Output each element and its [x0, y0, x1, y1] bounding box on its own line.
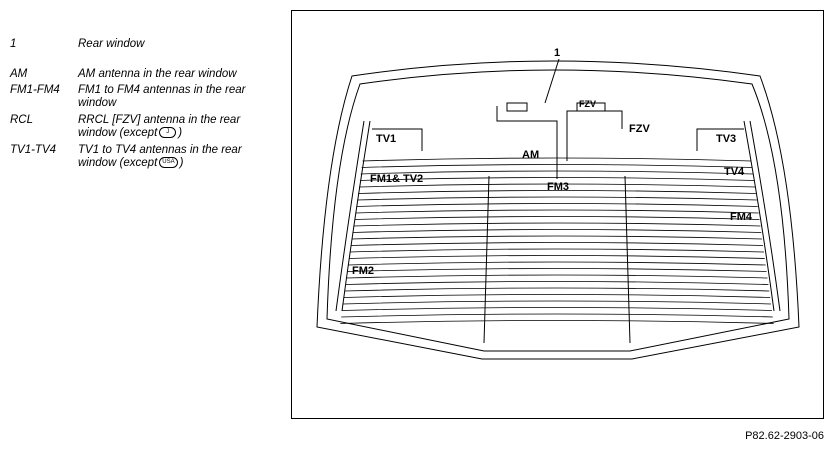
- label-fzv-small: FZV: [579, 99, 596, 109]
- connector-left: [506, 102, 528, 112]
- grid-right-bus-2: [749, 120, 781, 312]
- grid-wire: [350, 242, 764, 246]
- label-fm2: FM2: [352, 265, 374, 277]
- grid-wire: [358, 190, 756, 194]
- legend: 1 Rear window AM AM antenna in the rear …: [10, 38, 280, 170]
- legend-row-tv: TV1-TV4 TV1 to TV4 antennas in the rear …: [10, 144, 280, 170]
- grid-wire: [352, 229, 762, 233]
- legend-row-am: AM AM antenna in the rear window: [10, 68, 280, 81]
- connector-right: [576, 102, 606, 112]
- grid-right-bus: [743, 120, 775, 312]
- label-tv3: TV3: [716, 133, 736, 145]
- legend-key: RCL: [10, 114, 34, 126]
- grid-wire: [343, 294, 771, 298]
- grid-wire: [348, 261, 766, 266]
- label-tv1: TV1: [376, 133, 396, 145]
- label-fm3: FM3: [547, 181, 569, 193]
- country-badge-icon: J: [159, 127, 177, 139]
- grid-wire: [355, 209, 759, 214]
- grid-wire: [341, 313, 773, 318]
- grid-wire: [342, 307, 772, 311]
- legend-key: AM: [10, 68, 28, 80]
- label-fm4: FM4: [730, 211, 753, 223]
- grid-wire: [356, 203, 758, 207]
- grid-wire: [351, 235, 763, 240]
- callout-leader: [544, 58, 560, 104]
- grid-wire: [361, 164, 753, 168]
- grid-wire: [362, 157, 752, 162]
- grid-wire: [342, 300, 772, 305]
- grid-wire: [360, 170, 754, 175]
- rear-window-diagram: 1 FZV FZV TV1 TV3 AM TV4 FM1& TV2 FM3 FM…: [316, 47, 800, 360]
- window-inner-outline: [326, 69, 790, 352]
- legend-desc-suffix: ): [178, 127, 183, 139]
- legend-row-fm: FM1-FM4 FM1 to FM4 antennas in the rear …: [10, 84, 280, 110]
- grid-wire: [350, 248, 764, 253]
- grid-wire: [345, 281, 769, 285]
- grid-left-bus-2: [335, 120, 365, 312]
- grid-wire: [358, 183, 756, 188]
- grid-wire: [354, 216, 760, 220]
- legend-desc: TV1 to TV4 antennas in the rear window (…: [78, 144, 280, 170]
- label-tv4: TV4: [724, 166, 745, 178]
- grid-wire: [346, 274, 768, 279]
- grid-wire: [349, 255, 765, 259]
- grid-wire: [357, 196, 757, 201]
- grid-wire: [340, 320, 774, 324]
- label-fzv: FZV: [629, 123, 650, 135]
- label-am: AM: [522, 149, 539, 161]
- legend-row-1: 1 Rear window: [10, 38, 280, 51]
- am-feed: [496, 106, 558, 161]
- diagram-frame: 1 FZV FZV TV1 TV3 AM TV4 FM1& TV2 FM3 FM…: [291, 10, 824, 419]
- legend-key: FM1-FM4: [10, 84, 60, 96]
- heater-grid: [340, 157, 774, 324]
- legend-desc: FM1 to FM4 antennas in the rear window: [78, 84, 246, 109]
- grid-divider-right: [624, 175, 631, 344]
- tv1-element: [372, 128, 423, 151]
- grid-wire: [347, 268, 767, 272]
- grid-left-bus: [341, 120, 371, 312]
- legend-desc-text: TV1 to TV4 antennas in the rear window (…: [78, 144, 242, 169]
- country-badge-icon: USA: [159, 157, 178, 169]
- window-outline: [316, 60, 800, 360]
- legend-key: 1: [10, 38, 17, 50]
- legend-desc-text: RRCL [FZV] antenna in the rear window (e…: [78, 114, 241, 139]
- grid-wire: [344, 287, 770, 292]
- tv3-element: [696, 128, 744, 151]
- legend-desc: RRCL [FZV] antenna in the rear window (e…: [78, 114, 280, 140]
- fzv-feed: [566, 110, 623, 161]
- legend-desc: AM antenna in the rear window: [78, 68, 237, 80]
- callout-number: 1: [554, 47, 560, 59]
- grid-wire: [359, 177, 755, 181]
- legend-key: TV1-TV4: [10, 144, 57, 156]
- grid-wire: [353, 222, 761, 227]
- grid-divider-left: [483, 175, 490, 344]
- legend-desc: Rear window: [78, 38, 145, 50]
- label-fm1-tv2: FM1& TV2: [370, 173, 423, 185]
- legend-row-rcl: RCL RRCL [FZV] antenna in the rear windo…: [10, 114, 280, 140]
- figure-id: P82.62-2903-06: [745, 430, 824, 442]
- legend-desc-suffix: ): [179, 157, 184, 169]
